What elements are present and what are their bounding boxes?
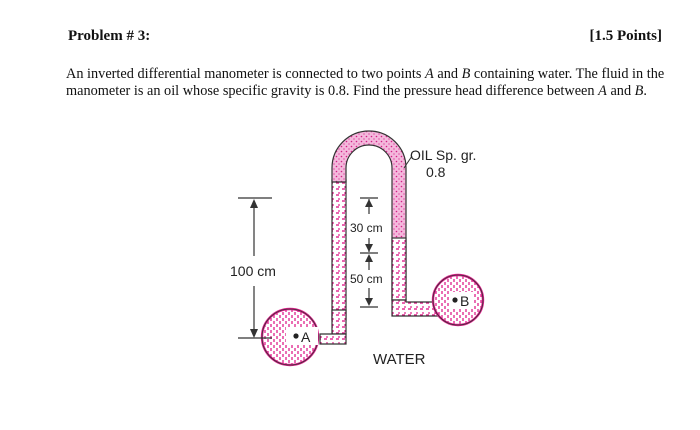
dimension-50cm: 50 cm (350, 254, 383, 308)
oil-label-line2: 0.8 (426, 164, 446, 180)
problem-header: Problem # 3: [1.5 Points] (68, 28, 662, 48)
left-pipe (331, 179, 347, 321)
left-connector (319, 309, 347, 345)
vessel-a: A (260, 307, 320, 367)
statement-text: and (433, 66, 462, 82)
oil-label-line1: OIL Sp. gr. (410, 147, 476, 163)
statement-text: and (606, 82, 635, 99)
point-a-ref: A (425, 66, 434, 82)
label-a: A (301, 329, 311, 345)
vessel-b: B (431, 273, 485, 327)
dimension-30cm: 30 cm (350, 197, 383, 254)
point-b-ref: B (634, 82, 644, 99)
problem-points: [1.5 Points] (589, 28, 663, 44)
right-pipe (391, 237, 439, 317)
point-b-ref: B (461, 66, 471, 82)
water-label: WATER (373, 351, 426, 368)
statement-text: An inverted differential manometer is co… (66, 66, 426, 82)
dim-100-label: 100 cm (230, 263, 276, 279)
dim-50-label: 50 cm (350, 272, 383, 286)
problem-statement: An inverted differential manometer is co… (66, 66, 666, 99)
point-b-marker (452, 297, 458, 303)
statement-text: . (643, 82, 647, 99)
point-a-ref: A (598, 82, 607, 99)
dim-30-label: 30 cm (350, 221, 383, 235)
point-a-marker (293, 333, 299, 339)
label-b: B (460, 293, 469, 309)
problem-title: Problem # 3: (68, 28, 151, 44)
oil-label: OIL Sp. gr. 0.8 (403, 147, 476, 180)
dimension-100cm: 100 cm (230, 197, 276, 339)
statement-text: containing water. The fluid in the manom… (66, 66, 665, 99)
